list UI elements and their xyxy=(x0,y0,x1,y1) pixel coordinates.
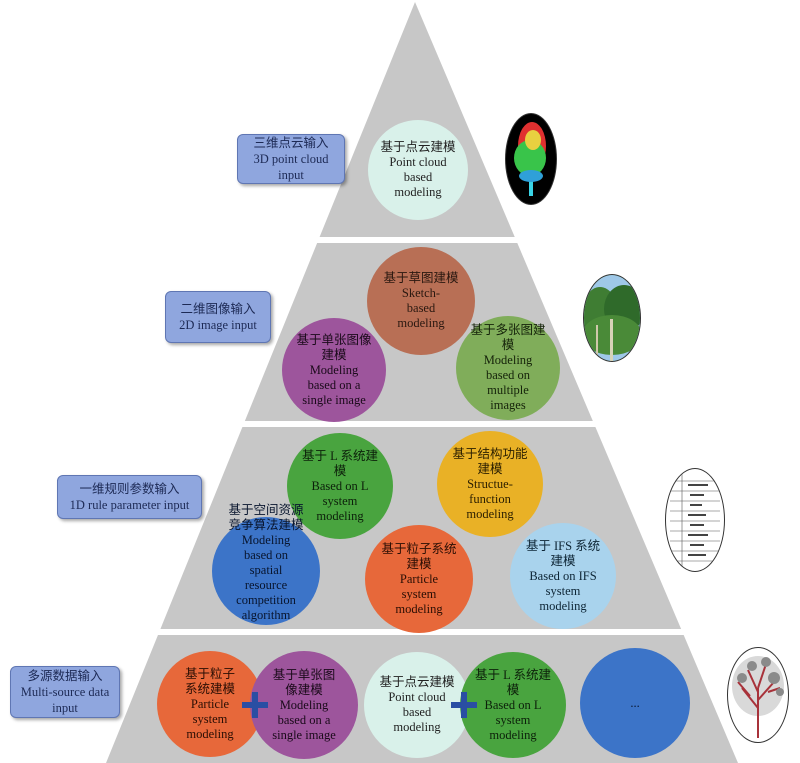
input-multi-en: Multi-source data xyxy=(20,685,110,699)
input-3d-zh: 三维点云输入 xyxy=(253,136,329,150)
plus-icon xyxy=(451,692,477,718)
node-label-zh: 基于多张图建模 xyxy=(470,323,546,352)
node-label-en: Modeling based on a single image xyxy=(272,697,336,742)
point-cloud-tree-image xyxy=(505,113,557,205)
input-1d-en: 1D rule parameter input xyxy=(69,498,190,512)
tier-divider-2 xyxy=(90,421,750,427)
node-label-en: Particle system modeling xyxy=(395,571,443,616)
input-2d-zh: 二维图像输入 xyxy=(180,302,256,316)
input-box-2d: 二维图像输入 2D image input xyxy=(165,291,271,343)
node-point-cloud-modeling: 基于点云建模 Point cloud based modeling xyxy=(368,120,468,220)
input-box-1d: 一维规则参数输入 1D rule parameter input xyxy=(57,475,202,519)
node-multi-more: ... xyxy=(580,648,690,758)
tree-model-icon xyxy=(732,656,784,738)
node-label-en: Point cloud based modeling xyxy=(388,690,446,734)
input-box-multi: 多源数据输入 Multi-source data input xyxy=(10,666,120,718)
node-label-en: Based on L system modeling xyxy=(311,478,369,523)
node-label-zh: 基于结构功能建模 xyxy=(452,446,528,476)
node-particle-system-modeling: 基于粒子系统建模 Particle system modeling xyxy=(365,525,473,633)
node-label-en: Modeling based on multiple images xyxy=(483,353,533,412)
node-label-zh: 基于 IFS 系统建模 xyxy=(525,538,601,568)
rule-table-image xyxy=(665,468,725,572)
node-label-zh: 基于单张图像建模 xyxy=(296,332,372,362)
point-cloud-tree-icon xyxy=(514,122,546,196)
node-label-en: Modeling based on a single image xyxy=(302,362,366,407)
node-ifs-system-modeling: 基于 IFS 系统建模 Based on IFS system modeling xyxy=(510,523,616,629)
input-3d-en2: input xyxy=(278,168,304,182)
input-multi-en2: input xyxy=(52,701,78,715)
node-label-en: Particle system modeling xyxy=(186,696,234,741)
node-structure-function-modeling: 基于结构功能建模 Structue-function modeling xyxy=(437,431,543,537)
node-label-zh: 基于空间资源竞争算法建模 xyxy=(228,503,304,532)
node-label-zh: 基于 L 系统建模 xyxy=(475,667,551,697)
rule-table-icon xyxy=(670,473,720,567)
node-label-en: Structue-function modeling xyxy=(466,476,514,521)
tree-model-image xyxy=(727,647,789,743)
input-multi-zh: 多源数据输入 xyxy=(27,669,103,683)
node-label-zh: 基于草图建模 xyxy=(383,271,459,285)
input-2d-en: 2D image input xyxy=(179,318,257,332)
node-label-en: Sketch-based modeling xyxy=(397,286,445,330)
node-multi-l-system: 基于 L 系统建模 Based on L system modeling xyxy=(460,652,566,758)
node-multiple-images-modeling: 基于多张图建模 Modeling based on multiple image… xyxy=(456,316,560,420)
forest-photo-icon xyxy=(584,275,640,361)
node-label-en: ... xyxy=(630,695,640,710)
node-label-en: Based on IFS system modeling xyxy=(529,568,597,613)
node-multi-single-image: 基于单张图像建模 Modeling based on a single imag… xyxy=(250,651,358,759)
input-1d-zh: 一维规则参数输入 xyxy=(79,482,180,496)
node-label-zh: 基于粒子系统建模 xyxy=(381,541,457,571)
node-label-en: Modeling based on spatial resource compe… xyxy=(236,533,296,622)
node-label-en: Point cloud based modeling xyxy=(389,155,447,199)
input-3d-en: 3D point cloud xyxy=(253,152,329,166)
input-box-3d: 三维点云输入 3D point cloud input xyxy=(237,134,345,184)
node-label-zh: 基于点云建模 xyxy=(379,675,455,689)
plus-icon xyxy=(242,692,268,718)
node-spatial-resource-modeling: 基于空间资源竞争算法建模 Modeling based on spatial r… xyxy=(212,503,320,625)
node-label-zh: 基于单张图像建模 xyxy=(272,667,336,697)
node-label-zh: 基于粒子系统建模 xyxy=(184,666,235,696)
forest-photo-image xyxy=(583,274,641,362)
tier-divider-1 xyxy=(90,237,750,243)
node-single-image-modeling: 基于单张图像建模 Modeling based on a single imag… xyxy=(282,318,386,422)
node-label-zh: 基于点云建模 xyxy=(380,140,456,154)
node-sketch-modeling: 基于草图建模 Sketch-based modeling xyxy=(367,247,475,355)
node-l-system-modeling: 基于 L 系统建模 Based on L system modeling xyxy=(287,433,393,539)
node-label-zh: 基于 L 系统建模 xyxy=(302,448,378,478)
node-label-en: Based on L system modeling xyxy=(484,697,542,742)
